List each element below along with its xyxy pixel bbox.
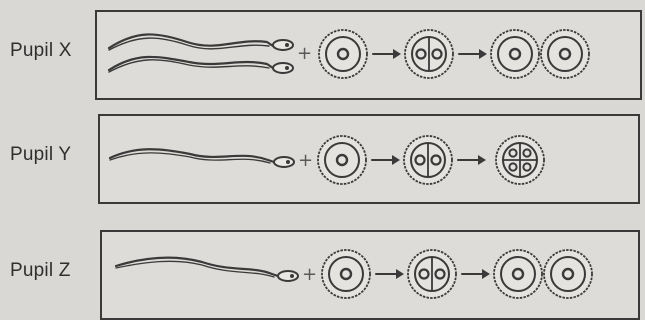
pupil-x-svg: + bbox=[97, 12, 640, 98]
pupil-y-label: Pupil Y bbox=[10, 144, 71, 166]
separate-cell bbox=[544, 250, 592, 298]
arrow bbox=[462, 269, 490, 279]
separate-cell bbox=[494, 250, 542, 298]
pupil-x-label: Pupil X bbox=[10, 40, 72, 62]
row-pupil-z: Pupil Z + bbox=[0, 222, 645, 318]
separate-cell bbox=[541, 30, 589, 78]
pupil-y-svg: + bbox=[100, 116, 638, 202]
row-pupil-y: Pupil Y + bbox=[0, 112, 645, 208]
pupil-z-label: Pupil Z bbox=[10, 260, 71, 282]
pupil-y-diagram: + bbox=[98, 114, 640, 204]
sperm-icon bbox=[116, 258, 298, 281]
separate-cell bbox=[491, 30, 539, 78]
two-cell-zygote bbox=[404, 136, 452, 184]
sperm-icon bbox=[110, 149, 294, 167]
arrow bbox=[372, 155, 400, 165]
pupil-z-svg: + bbox=[102, 232, 638, 318]
arrow bbox=[459, 49, 487, 59]
plus-sign: + bbox=[298, 150, 313, 171]
sperm-icon bbox=[109, 57, 293, 73]
egg-cell bbox=[322, 250, 370, 298]
egg-cell bbox=[319, 30, 367, 78]
four-cell-embryo bbox=[496, 136, 544, 184]
plus-sign: + bbox=[297, 43, 312, 64]
arrow bbox=[373, 49, 401, 59]
pupil-z-diagram: + bbox=[100, 230, 640, 320]
arrow bbox=[458, 155, 486, 165]
two-cell-zygote bbox=[408, 250, 456, 298]
pupil-x-diagram: + bbox=[95, 10, 642, 100]
sperm-icon bbox=[109, 34, 293, 50]
arrow bbox=[376, 269, 404, 279]
row-pupil-x: Pupil X + bbox=[0, 8, 645, 104]
two-cell-zygote bbox=[405, 30, 453, 78]
plus-sign: + bbox=[302, 264, 317, 285]
egg-cell bbox=[318, 136, 366, 184]
